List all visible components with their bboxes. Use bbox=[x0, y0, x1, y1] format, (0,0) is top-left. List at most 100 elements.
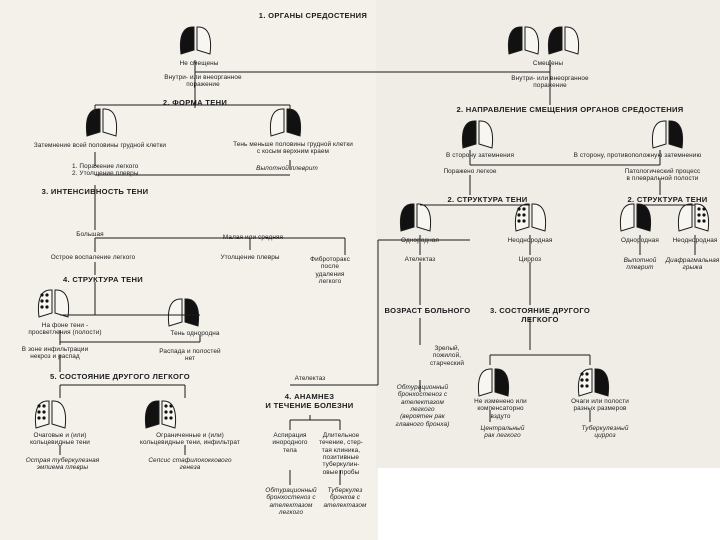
node-pleural-process: Патологический процесс в плевральной пол… bbox=[624, 168, 701, 183]
node-atelectasis: Ателектаз bbox=[404, 256, 436, 263]
left-lung-shape bbox=[651, 120, 667, 149]
node-aspiration: Аспирация инородного тела bbox=[272, 432, 308, 454]
node-toward: В сторону затемнения bbox=[445, 152, 515, 159]
lesion-dot bbox=[522, 219, 526, 223]
node-other-lung-heading: 5. СОСТОЯНИЕ ДРУГОГО ЛЕГКОГО bbox=[50, 372, 190, 381]
node-homog-a: Однородная bbox=[401, 237, 439, 244]
node-lung-lesion: Поражено легкое bbox=[443, 168, 497, 175]
lesion-dot bbox=[164, 404, 168, 408]
node-homog-b: Однородная bbox=[621, 237, 659, 244]
node-limited: Ограниченные и (или) кольцевидные тени, … bbox=[140, 432, 240, 447]
lesion-dot bbox=[697, 219, 701, 223]
node-effusion: Выпотной плеврит bbox=[623, 257, 657, 272]
lesion-dot bbox=[42, 416, 46, 420]
right-lung-shape bbox=[161, 400, 177, 429]
lesion-dot bbox=[517, 213, 521, 217]
lesion-dot bbox=[169, 410, 173, 414]
lesion-dot bbox=[522, 207, 526, 211]
node-result-tb-cirrhosis: Туберкулезный цирроз bbox=[581, 425, 629, 440]
node-shadow-form-heading: 2. ФОРМА ТЕНИ bbox=[162, 98, 228, 107]
left-lung-shape bbox=[269, 108, 285, 137]
node-acute: Острое воспаление легкого bbox=[50, 254, 136, 261]
node-result-tb-empyema: Острая туберкулезная эмпиема плевры bbox=[25, 457, 100, 472]
node-other-lung-right: 3. СОСТОЯНИЕ ДРУГОГО ЛЕГКОГО bbox=[489, 306, 591, 324]
node-shade-smaller: Тень меньше половины грудной клетки с ко… bbox=[233, 141, 353, 156]
lesion-dot bbox=[37, 410, 41, 414]
right-lung-shape bbox=[196, 26, 212, 55]
lesion-dot bbox=[697, 207, 701, 211]
node-result-bronchial-tb: Туберкулез бронхов с ателектазом bbox=[323, 487, 367, 509]
node-result-obstructive: Обтурационный бронхостеноз с ателектазом… bbox=[265, 487, 317, 517]
left-lung-shape bbox=[34, 400, 50, 429]
node-intra-right: Внутри- или внеорганное поражение bbox=[511, 75, 589, 90]
lesion-dot bbox=[42, 410, 46, 414]
right-lung-shape bbox=[54, 289, 70, 318]
left-lung-shape bbox=[577, 368, 593, 397]
lesion-dot bbox=[42, 404, 46, 408]
left-lung-shape bbox=[514, 203, 530, 232]
right-lung-shape bbox=[184, 298, 200, 327]
lesion-dot bbox=[45, 293, 49, 297]
node-fibro: Фиброторакс после удаления легкого bbox=[310, 256, 350, 286]
lesion-dot bbox=[697, 213, 701, 217]
node-foci: Очаги или полости разных размеров bbox=[571, 398, 629, 413]
right-lung-shape bbox=[694, 203, 710, 232]
node-infiltr: В зоне инфильтрации некроз и распад bbox=[21, 346, 89, 361]
node-shade-full: Затемнение всей половины грудной клетки bbox=[33, 142, 167, 149]
node-small-medium: Малая или средняя bbox=[222, 234, 284, 241]
right-lung-shape bbox=[594, 368, 610, 397]
lesion-dot bbox=[585, 372, 589, 376]
node-large: Большая bbox=[76, 231, 104, 238]
left-lung-shape bbox=[507, 26, 523, 55]
node-intra-left: Внутри- или внеорганное поражение bbox=[164, 74, 242, 89]
left-lung-shape bbox=[677, 203, 693, 232]
node-heterog-b: Неоднородная bbox=[672, 237, 718, 244]
right-lung-shape bbox=[524, 26, 540, 55]
lesion-dot bbox=[40, 293, 44, 297]
right-page bbox=[376, 0, 720, 468]
lesion-dot bbox=[37, 404, 41, 408]
node-direction-heading: 2. НАПРАВЛЕНИЕ СМЕЩЕНИЯ ОРГАНОВ СРЕДОСТЕ… bbox=[456, 105, 684, 114]
left-lung-shape bbox=[179, 26, 195, 55]
right-lung-shape bbox=[531, 203, 547, 232]
lesion-dot bbox=[164, 410, 168, 414]
lesion-dot bbox=[169, 404, 173, 408]
lesion-dot bbox=[585, 384, 589, 388]
left-lung-shape bbox=[399, 203, 415, 232]
node-heterog-a: Неоднородная bbox=[507, 237, 553, 244]
right-lung-shape bbox=[636, 203, 652, 232]
node-structure-b-heading: 2. СТРУКТУРА ТЕНИ bbox=[627, 195, 708, 204]
node-structure-heading: 4. СТРУКТУРА ТЕНИ bbox=[63, 275, 143, 284]
connectors bbox=[59, 60, 696, 485]
node-organs-heading: 1. ОРГАНЫ СРЕДОСТЕНИЯ bbox=[258, 11, 368, 20]
lesion-dot bbox=[522, 213, 526, 217]
right-lung-shape bbox=[51, 400, 67, 429]
left-lung-shape bbox=[144, 400, 160, 429]
node-pleura: Утолщение плевры bbox=[220, 254, 280, 261]
node-focal: Очаговые и (или) кольцевидные тени bbox=[30, 432, 90, 447]
right-lung-shape bbox=[286, 108, 302, 137]
lesion-dot bbox=[45, 299, 49, 303]
node-clearing: На фоне тени - просветления (полости) bbox=[28, 322, 102, 337]
lesion-dot bbox=[37, 416, 41, 420]
lesion-dot bbox=[702, 207, 706, 211]
node-structure-a-heading: 2. СТРУКТУРА ТЕНИ bbox=[447, 195, 528, 204]
node-shifted: Смещены bbox=[532, 60, 564, 67]
node-diaphragm-hernia: Диафрагмальная грыжа bbox=[665, 257, 720, 272]
right-lung-shape bbox=[416, 203, 432, 232]
lesion-dot bbox=[164, 416, 168, 420]
right-lung-shape bbox=[564, 26, 580, 55]
right-lung-shape bbox=[102, 108, 118, 137]
node-lesions: 1. Поражение легкого 2. Утолщение плевры bbox=[72, 163, 139, 178]
lesion-dot bbox=[585, 378, 589, 382]
node-result-sepsis: Сепсис стафилококкового генеза bbox=[148, 457, 232, 472]
node-homog: Тень однородна bbox=[170, 330, 220, 337]
lesion-dot bbox=[702, 213, 706, 217]
node-no-change: Не изменено или компенсаторно вздуто bbox=[474, 398, 527, 420]
left-lung-shape bbox=[547, 26, 563, 55]
node-result-cancer: Центральный рак легкого bbox=[480, 425, 525, 440]
right-lung-shape bbox=[494, 368, 510, 397]
node-anamnesis-heading: 4. АНАМНЕЗ И ТЕЧЕНИЕ БОЛЕЗНИ bbox=[265, 392, 354, 410]
